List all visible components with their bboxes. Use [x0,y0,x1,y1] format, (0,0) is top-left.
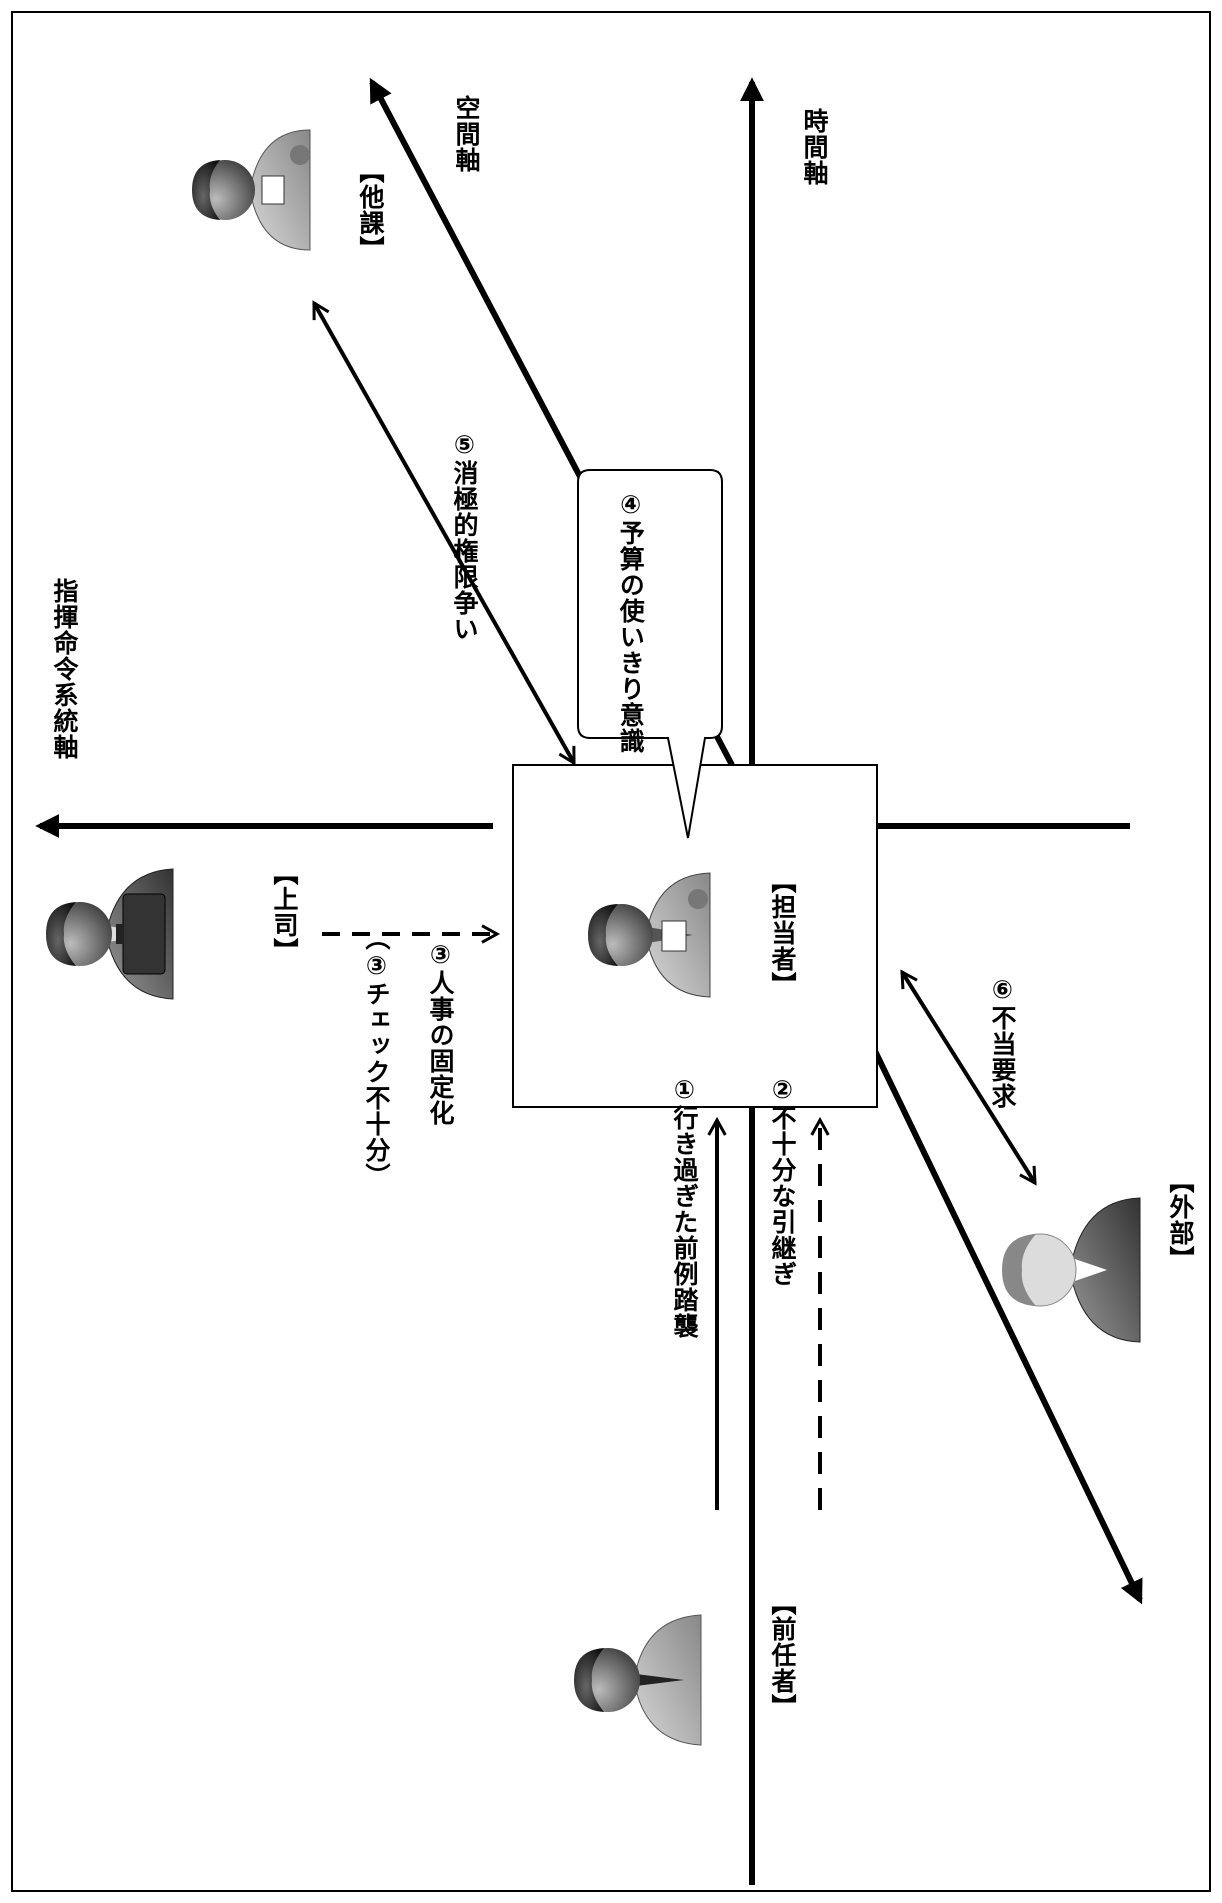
predecessor-label: 【前任者】 [768,1590,797,1720]
person-in-charge-label: 【担当者】 [768,868,797,998]
external-figure-icon [1002,1197,1141,1343]
issue4-speech-bubble [577,469,723,839]
person-in-charge-figure-icon [588,872,711,998]
issue6-label: ⑥不当要求 [988,975,1017,1109]
predecessor-figure-icon [574,1614,702,1746]
issue5-label: ⑤消極的権限争い [450,430,479,642]
issue1-label: ①行き過ぎた前例踏襲 [670,1075,699,1339]
issue3-label: ③人事の固定化 [426,940,455,1126]
issue3-sub-label: （③チェック不十分） [362,925,391,1189]
space-axis-lower-arrow [832,966,1143,1605]
other-dept-figure-icon [192,129,311,251]
issue6-arrow [900,969,1037,1186]
time-axis-label: 時間軸 [800,108,829,186]
boss-figure-icon [46,868,174,1000]
other-dept-label: 【他課】 [356,158,385,262]
command-axis-label: 指揮命令系統軸 [50,578,79,760]
space-axis-label: 空間軸 [452,95,481,173]
boss-label: 【上司】 [270,860,299,964]
issue2-label: ②不十分な引継ぎ [768,1075,797,1287]
external-label: 【外部】 [1166,1168,1195,1272]
outer-frame [11,11,1211,1892]
issue4-label: ④予算の使いきり意識 [616,490,646,754]
issue5-arrow [312,300,576,766]
